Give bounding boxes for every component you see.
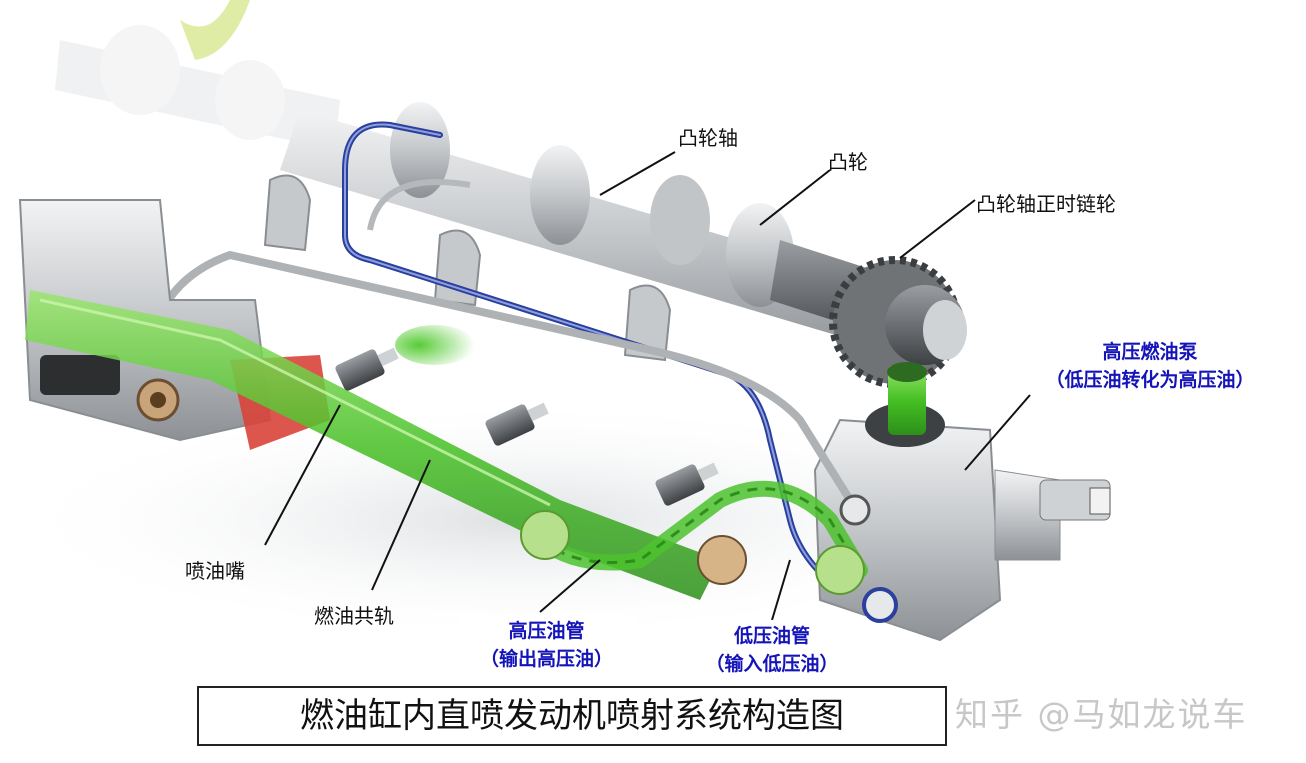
rail-fitting: [520, 510, 570, 560]
camshaft-background: [55, 25, 340, 150]
pump-fitting: [815, 545, 865, 595]
label-camshaft: 凸轮轴: [678, 126, 738, 150]
label-high-pressure-line-title: 高压油管: [508, 620, 585, 642]
sensor-line: [367, 179, 471, 231]
label-high-pressure-line: 高压油管 （输出高压油）: [458, 615, 635, 675]
rail-end-plug: [697, 535, 747, 585]
label-high-pressure-line-note: （输出高压油）: [479, 648, 613, 670]
return-fitting: [862, 587, 898, 623]
camshaft-sprocket: [829, 256, 967, 388]
injectors: [335, 347, 719, 506]
label-injector: 喷油嘴: [185, 559, 245, 583]
leader-lines: [264, 151, 1031, 621]
diagram-caption: 燃油缸内直喷发动机喷射系统构造图: [197, 686, 947, 746]
label-cam: 凸轮: [828, 150, 868, 174]
label-fuel-rail: 燃油共轨: [314, 604, 394, 628]
high-pressure-line: [532, 480, 868, 578]
watermark: 知乎 @马如龙说车: [955, 695, 1248, 734]
pump-outlet-fitting: [839, 494, 871, 526]
label-high-pressure-pump-title: 高压燃油泵: [1102, 341, 1198, 363]
label-camshaft-sprocket: 凸轮轴正时链轮: [976, 192, 1116, 216]
label-low-pressure-line: 低压油管 （输入低压油）: [676, 620, 868, 680]
label-low-pressure-line-note: （输入低压油）: [705, 653, 839, 675]
label-high-pressure-pump: 高压燃油泵 （低压油转化为高压油）: [1010, 336, 1290, 396]
high-pressure-pump: [813, 362, 1111, 642]
yellow-spray-background: [180, 0, 250, 60]
mounting-brackets: [263, 174, 672, 362]
fuel-spray: [395, 325, 475, 365]
label-low-pressure-line-title: 低压油管: [733, 625, 810, 647]
label-high-pressure-pump-note: （低压油转化为高压油）: [1045, 369, 1255, 391]
